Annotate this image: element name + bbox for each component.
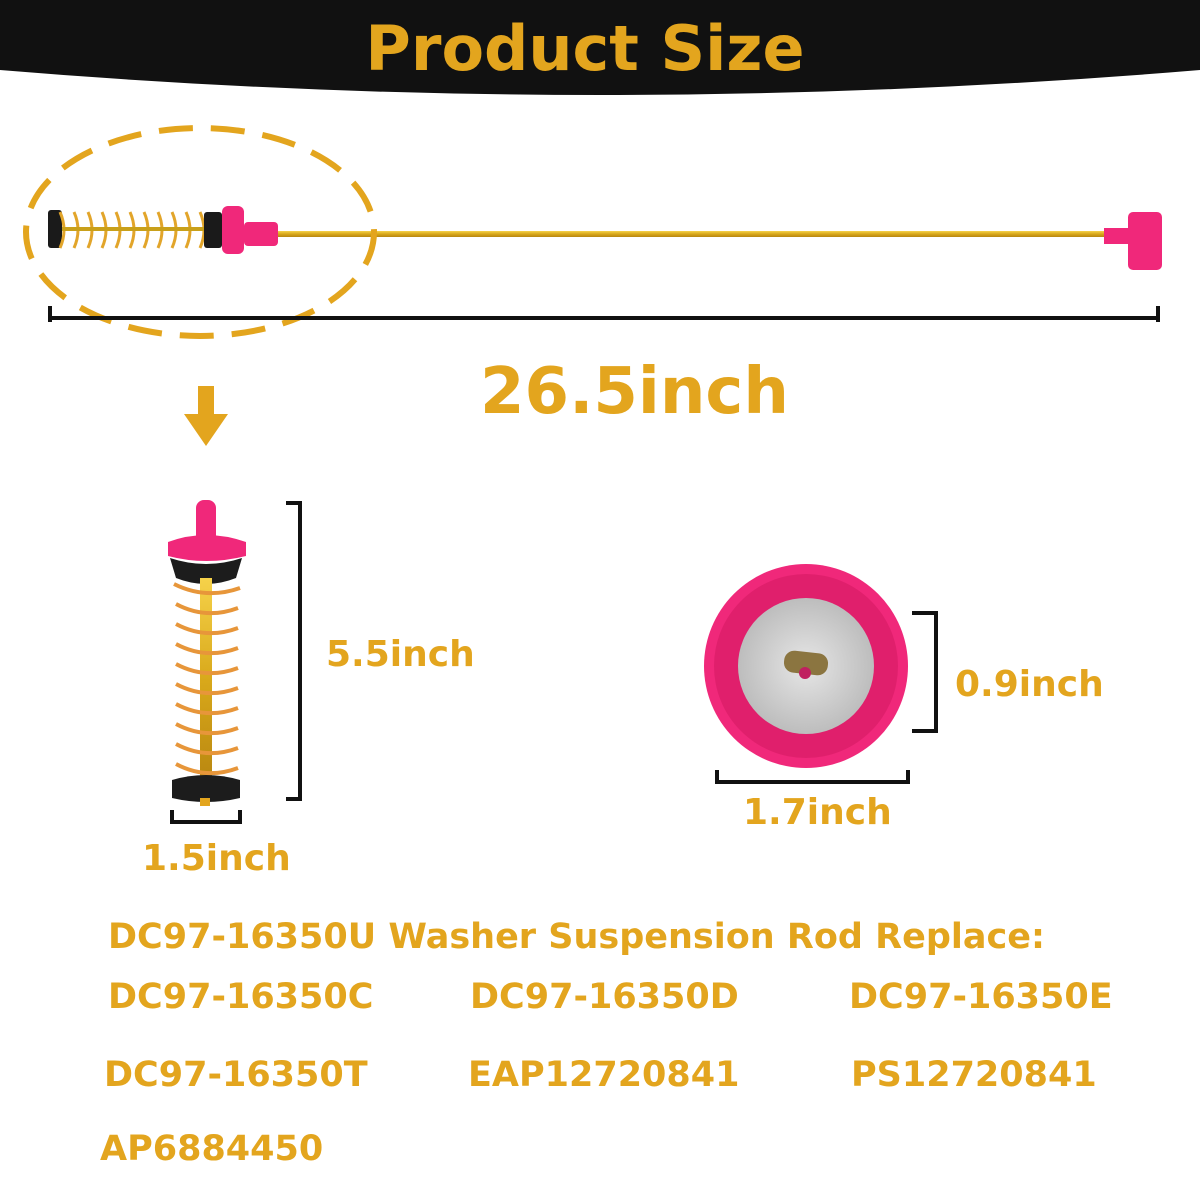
total-length-label: 26.5inch	[480, 355, 789, 429]
cap-height-label: 0.9inch	[955, 664, 1104, 705]
compatible-part: DC97-16350C	[108, 977, 374, 1017]
spring-width-bracket	[170, 810, 242, 824]
compatibility-title: DC97-16350U Washer Suspension Rod Replac…	[108, 917, 1045, 957]
cap-width-bracket	[715, 770, 910, 784]
compatible-part: DC97-16350E	[849, 977, 1113, 1017]
compatible-part: DC97-16350D	[470, 977, 739, 1017]
compatible-part: DC97-16350T	[104, 1055, 368, 1095]
header-band	[0, 0, 1200, 95]
compatible-part: PS12720841	[851, 1055, 1097, 1095]
spring-width-label: 1.5inch	[142, 838, 291, 879]
length-dimension-line	[48, 306, 1160, 322]
suspension-rod	[48, 206, 1162, 270]
arrow-down-icon	[184, 386, 228, 446]
spring-length-label: 5.5inch	[326, 634, 475, 675]
cap-height-bracket	[912, 611, 938, 733]
page-title: Product Size	[365, 12, 805, 85]
spring-detail	[168, 500, 246, 806]
cap-diameter-label: 1.7inch	[743, 792, 892, 833]
dashed-ellipse-highlight	[23, 125, 377, 339]
compatible-part: EAP12720841	[468, 1055, 740, 1095]
compatible-part: AP6884450	[100, 1129, 324, 1169]
spring-height-bracket	[286, 501, 302, 801]
end-cap-detail	[704, 564, 908, 768]
